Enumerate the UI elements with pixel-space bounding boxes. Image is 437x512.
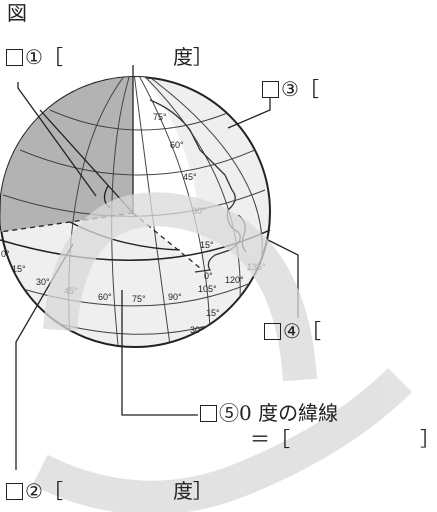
label-5-close: ］ (420, 427, 437, 451)
label-5-number: ⑤ (219, 401, 239, 425)
label-3: ③［ (262, 78, 319, 100)
shaded-wedge (0, 77, 133, 232)
lat-s15: 15° (206, 308, 220, 318)
lon-15: 15° (12, 264, 26, 274)
lon-0: 0° (1, 249, 10, 259)
label-5-text: 0 度の緯線 (239, 401, 339, 425)
label-2-unit: 度］ (172, 479, 213, 503)
label-2-bracket: ［ (42, 479, 63, 503)
label-2-number: ② (25, 479, 43, 503)
lat-75: 75° (153, 112, 167, 122)
lon-60: 60° (98, 292, 112, 302)
label-1-number: ① (25, 45, 43, 69)
lat-s30: 30° (190, 325, 204, 335)
lon-90: 90° (168, 292, 182, 302)
lon-120: 120° (225, 275, 244, 285)
answer-box-2[interactable] (6, 483, 23, 500)
label-2: ②［ 度］ (6, 480, 213, 502)
answer-box-5[interactable] (200, 405, 217, 422)
figure-label: 図 (7, 1, 27, 25)
lon-105: 105° (198, 284, 217, 294)
label-5: ⑤0 度の緯線 (200, 402, 338, 424)
label-5-eq: ＝［ (250, 427, 290, 451)
lat-60: 60° (170, 140, 184, 150)
label-3-number: ③ (281, 77, 299, 101)
lat-0: 0° (204, 271, 213, 281)
label-1-bracket: ［ (42, 45, 63, 69)
label-1: ①［ 度］ (6, 46, 213, 68)
answer-box-1[interactable] (6, 49, 23, 66)
label-5-answer: ＝［ ］ (250, 428, 437, 450)
lon-75: 75° (132, 294, 146, 304)
label-4-bracket: ［ (300, 319, 321, 343)
lat-45: 45° (183, 172, 197, 182)
lon-30: 30° (36, 277, 50, 287)
label-1-unit: 度］ (172, 45, 213, 69)
lat-15: 15° (200, 240, 214, 250)
label-3-bracket: ［ (298, 77, 319, 101)
label-4: ④［ (264, 320, 321, 342)
answer-box-4[interactable] (264, 323, 281, 340)
label-4-number: ④ (283, 319, 301, 343)
answer-box-3[interactable] (262, 81, 279, 98)
watermark (32, 192, 413, 512)
